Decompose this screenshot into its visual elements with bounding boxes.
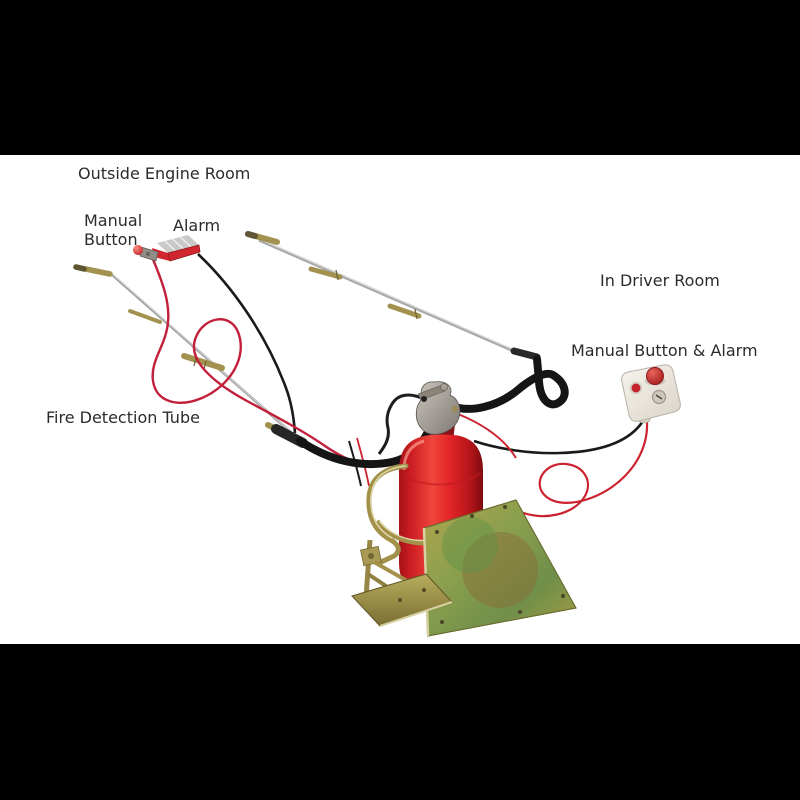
extinguisher-shoulder-line [400, 472, 482, 486]
nozzle-clamps [335, 269, 418, 320]
label-in-driver-room: In Driver Room [600, 271, 720, 290]
bottom-letterbox-bar [0, 644, 800, 800]
alarm-body [167, 244, 201, 262]
upper-pipe-nozzle-1 [308, 266, 343, 280]
base-screw-2 [422, 588, 426, 592]
left-pipe-nozzle [181, 353, 225, 371]
plate-screw-holes [435, 505, 565, 624]
key-slot [655, 394, 663, 400]
driver-room-control-box [621, 364, 681, 424]
manual-button-knob [133, 245, 143, 255]
valve-left-port [421, 396, 427, 402]
fire-detection-tube [150, 256, 420, 477]
left-pipe-highlight [108, 270, 295, 436]
alarm-lens-ribs [164, 236, 192, 252]
nozzle-ridges [193, 357, 207, 370]
label-fire-detection-tube: Fire Detection Tube [46, 408, 200, 427]
upper-pipe-nozzle-2 [387, 303, 422, 319]
box-manual-button [646, 367, 664, 385]
left-spray-pipe [73, 264, 296, 437]
alarm-signal-cable [197, 253, 297, 434]
base-front-edge [379, 601, 453, 627]
driver-box-black-wire [473, 420, 645, 455]
fitting-detail [145, 251, 151, 257]
left-pipe-fitting [128, 309, 162, 324]
base-screw-1 [398, 598, 402, 602]
upper-pipe-highlight [258, 238, 515, 351]
plate-patina-brown [462, 532, 538, 608]
valve-knob [440, 383, 448, 391]
pipe-hose-connector [510, 347, 541, 361]
upper-pipe-tube [258, 238, 515, 353]
box-alarm-lamp [629, 381, 643, 395]
mounting-bracket [351, 463, 453, 627]
box-body [621, 364, 681, 422]
top-letterbox-bar [0, 0, 800, 155]
label-manual-button: Manual Button [84, 211, 143, 249]
engine-room-alarm [133, 235, 201, 262]
label-alarm: Alarm [173, 216, 221, 235]
upper-elbow-tip [245, 231, 258, 239]
valve-left-cable [377, 393, 427, 455]
extinguisher-valve [377, 381, 461, 455]
label-manual-button-and-alarm: Manual Button & Alarm [571, 341, 758, 360]
label-outside-engine-room: Outside Engine Room [78, 164, 251, 183]
bracket-bolt [368, 553, 374, 559]
bracket-handle-highlight [370, 465, 407, 539]
left-elbow-tip [73, 264, 87, 272]
upper-spray-pipe [245, 231, 541, 361]
plate-patina-green [442, 517, 498, 573]
valve-red-wire [457, 413, 517, 459]
valve-right-port [452, 406, 458, 412]
